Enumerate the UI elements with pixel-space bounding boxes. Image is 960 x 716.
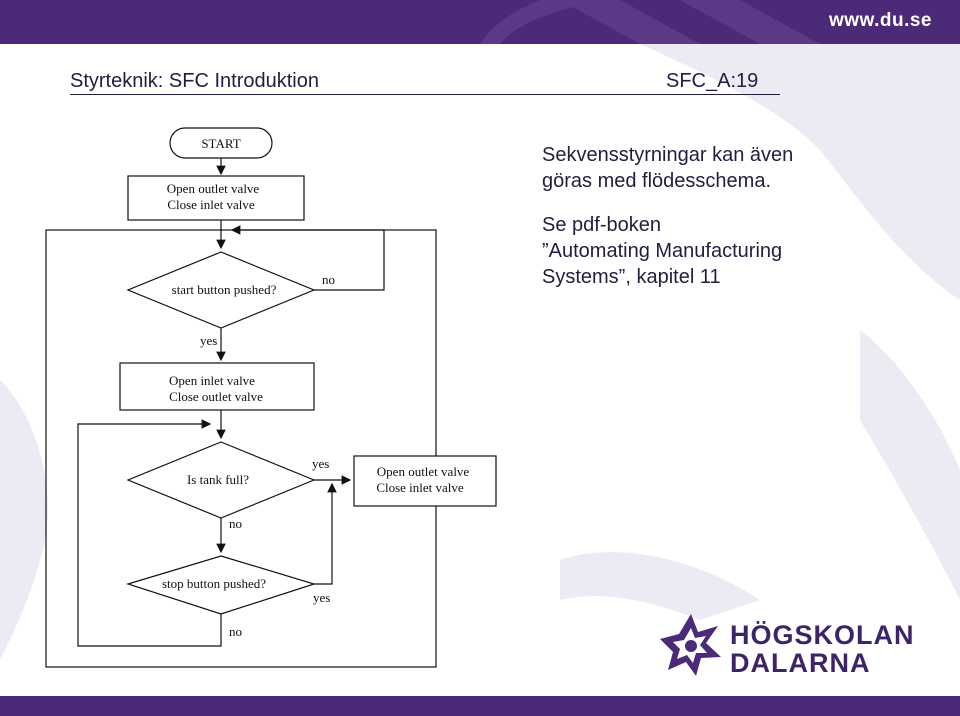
decision2-yes: yes [312,456,329,471]
logo-text-line2: DALARNA [730,648,871,678]
box1-line2: Close inlet valve [167,197,255,212]
top-banner: www.du.se [0,0,960,44]
body-line: Systems”, kapitel 11 [542,266,721,288]
decision2-no: no [229,516,242,531]
process-box-2 [119,362,315,411]
logo-text-line1: HÖGSKOLAN [730,620,915,650]
box3-line2: Close inlet valve [376,480,464,495]
decision3-yes: yes [313,590,330,605]
decision3-label: stop button pushed? [162,576,266,591]
start-label: START [201,136,240,151]
site-url[interactable]: www.du.se [828,10,932,31]
box3-line1: Open outlet valve [377,464,470,479]
decision2-label: Is tank full? [187,472,249,487]
body-paragraph-2: Se pdf-boken ”Automating Manufacturing S… [542,212,782,290]
process-box-1 [127,175,305,221]
body-line: ”Automating Manufacturing [542,240,783,262]
decision-3 [125,555,317,615]
decision3-no: no [229,624,242,639]
box2-line2: Close outlet valve [169,389,263,404]
slide-code: SFC_A:19 [666,70,759,92]
box2-line1: Open inlet valve [169,373,255,388]
banner-pattern [480,0,820,44]
university-logo[interactable] [658,612,724,683]
body-line: göras med flödesschema. [542,170,772,192]
body-paragraph-1: Sekvensstyrningar kan även göras med flö… [542,142,793,194]
star-emblem-icon [660,614,721,676]
process-box-3 [353,455,497,507]
body-line: Sekvensstyrningar kan även [542,144,794,166]
bottom-banner [0,696,960,716]
decision1-no: no [322,272,335,287]
slide-title: Styrteknik: SFC Introduktion [70,70,319,92]
body-line: Se pdf-boken [542,214,661,236]
title-divider [70,94,780,95]
decision1-yes: yes [200,333,217,348]
decision1-label: start button pushed? [172,282,277,297]
box1-line1: Open outlet valve [167,181,260,196]
